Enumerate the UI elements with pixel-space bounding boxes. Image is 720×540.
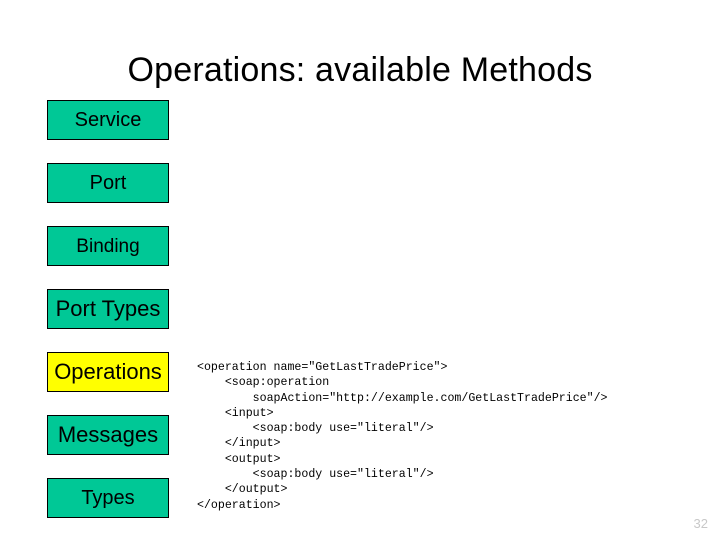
wsdl-box-binding[interactable]: Binding — [47, 226, 169, 266]
wsdl-box-label: Port — [89, 172, 127, 194]
wsdl-box-label: Service — [74, 109, 142, 131]
wsdl-box-label: Operations — [54, 359, 162, 384]
wsdl-box-messages[interactable]: Messages — [47, 415, 169, 455]
wsdl-box-label: Binding — [76, 235, 140, 257]
wsdl-box-port[interactable]: Port — [47, 163, 169, 203]
wsdl-box-operations[interactable]: Operations — [47, 352, 169, 392]
slide-page-number: 32 — [693, 516, 708, 531]
wsdl-box-label: Types — [81, 487, 135, 509]
page-title: Operations: available Methods — [127, 50, 593, 89]
wsdl-box-service[interactable]: Service — [47, 100, 169, 140]
wsdl-box-port-types[interactable]: Port Types — [47, 289, 169, 329]
wsdl-box-types[interactable]: Types — [47, 478, 169, 518]
wsdl-box-label: Messages — [57, 422, 159, 447]
wsdl-operation-code-block: <operation name="GetLastTradePrice"> <so… — [197, 361, 608, 512]
wsdl-box-label: Port Types — [55, 296, 161, 321]
